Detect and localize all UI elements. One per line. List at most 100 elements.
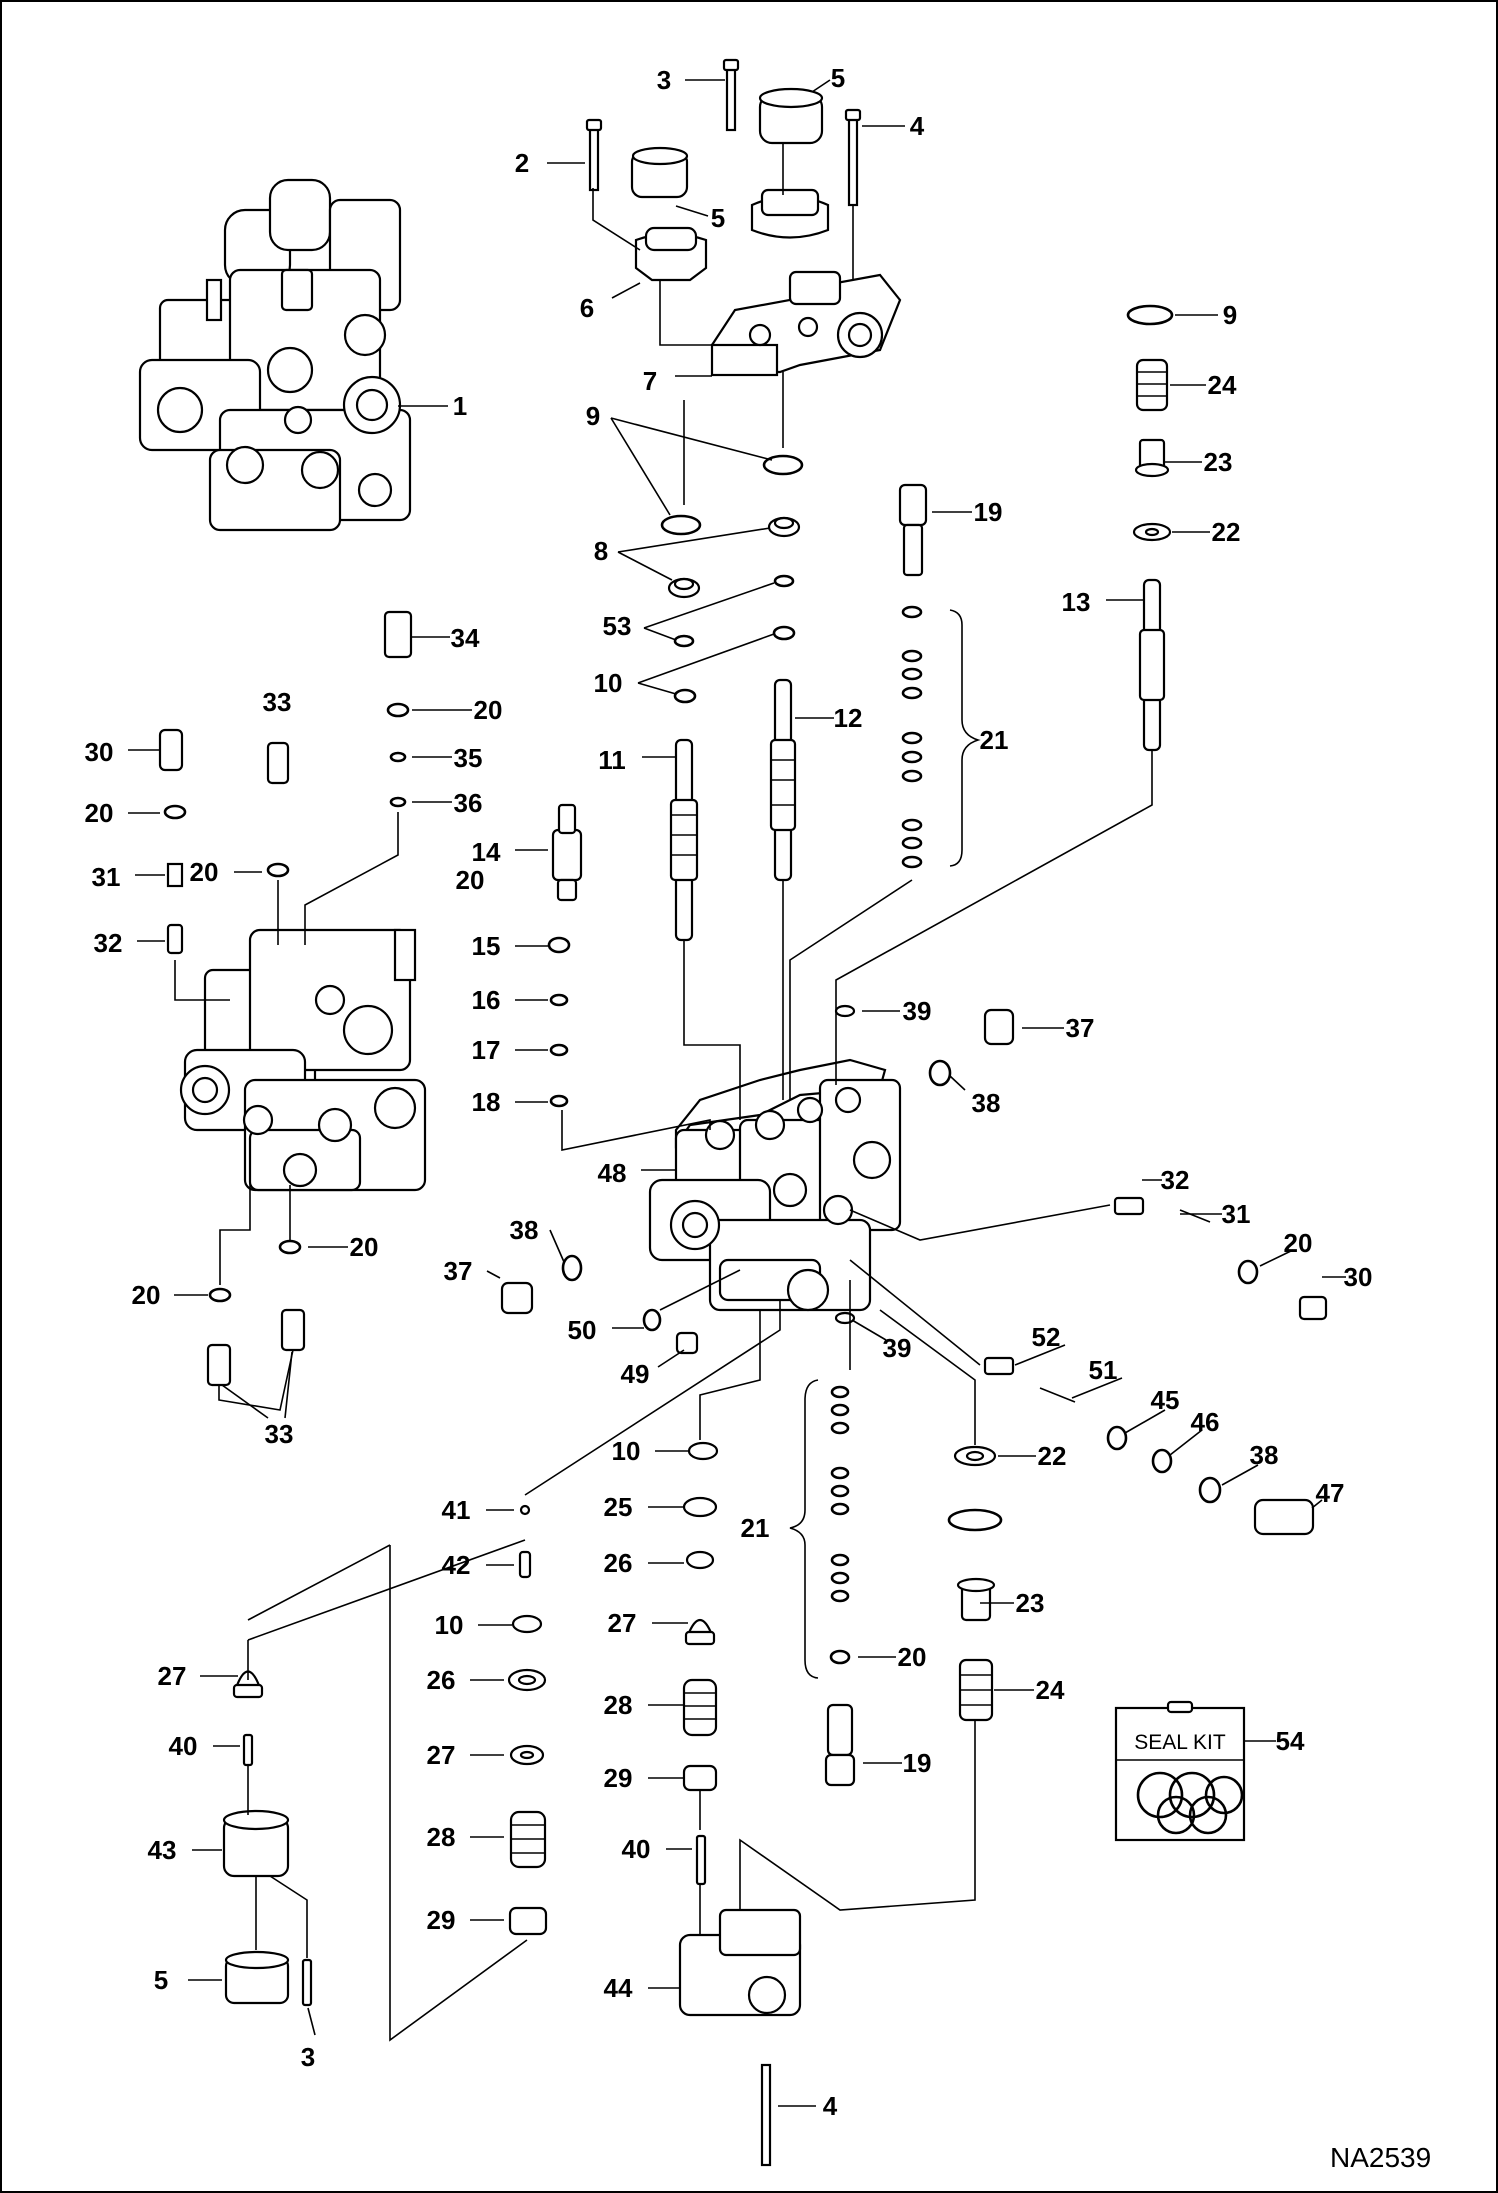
callout-c37b: 37 — [444, 1256, 473, 1286]
seal-kit-box — [1114, 1700, 1246, 1842]
callout-c17: 17 — [472, 1035, 501, 1065]
callout-c10c: 10 — [435, 1610, 464, 1640]
callout-c29a: 29 — [604, 1763, 633, 1793]
callout-c24a: 24 — [1208, 370, 1237, 400]
callout-c54: 54 — [1276, 1726, 1305, 1756]
leader-c6 — [611, 282, 641, 299]
cartridge-19-upper — [898, 483, 928, 577]
callout-c42: 42 — [442, 1550, 471, 1580]
cartridge-14 — [547, 803, 583, 1108]
side-plugs-right — [834, 1004, 1328, 1536]
seal-column-21-lower — [789, 1379, 856, 1787]
callout-c21b: 21 — [741, 1513, 770, 1543]
lower-right-stack — [947, 1445, 1003, 1722]
seal-column-21-upper — [901, 605, 981, 869]
callout-c39a: 39 — [903, 996, 932, 1026]
callout-c3a: 3 — [657, 65, 671, 95]
callout-c20g: 20 — [898, 1642, 927, 1672]
callout-c44: 44 — [604, 1973, 633, 2003]
callout-c8: 8 — [594, 536, 608, 566]
seal-kit-label: SEAL KIT — [1134, 1731, 1226, 1754]
lower-left-stack — [507, 1504, 548, 1936]
callout-c28a: 28 — [604, 1690, 633, 1720]
callout-c23a: 23 — [1204, 447, 1233, 477]
callout-c28b: 28 — [427, 1822, 456, 1852]
callout-c34: 34 — [451, 623, 480, 653]
callout-c22b: 22 — [1038, 1441, 1067, 1471]
leader-c5b — [675, 205, 709, 217]
callout-c14: 14 — [472, 837, 501, 867]
callout-c23b: 23 — [1016, 1588, 1045, 1618]
callout-c52: 52 — [1032, 1322, 1061, 1352]
callout-c51: 51 — [1089, 1355, 1118, 1385]
callout-c36: 36 — [454, 788, 483, 818]
callout-c10a: 10 — [594, 668, 623, 698]
callout-c25: 25 — [604, 1492, 633, 1522]
callout-c32b: 32 — [1161, 1165, 1190, 1195]
callout-c37a: 37 — [1066, 1013, 1095, 1043]
callout-c20d: 20 — [350, 1232, 379, 1262]
multi-leader-lines — [221, 417, 1323, 2036]
callout-c50: 50 — [568, 1315, 597, 1345]
callout-c15: 15 — [472, 931, 501, 961]
callout-c40a: 40 — [169, 1731, 198, 1761]
callout-c3b: 3 — [301, 2042, 315, 2072]
callout-c39b: 39 — [883, 1333, 912, 1363]
leader-c5a — [811, 79, 831, 93]
callout-c33b: 33 — [265, 1419, 294, 1449]
callout-c24b: 24 — [1036, 1675, 1065, 1705]
callout-c20a: 20 — [456, 865, 485, 895]
callout-c19a: 19 — [974, 497, 1003, 527]
cap-5-upper — [758, 87, 824, 145]
callout-c22a: 22 — [1212, 517, 1241, 547]
connector-lines — [174, 142, 1153, 2042]
callout-c41: 41 — [442, 1495, 471, 1525]
main-body-48 — [648, 1058, 902, 1312]
callout-c7: 7 — [643, 366, 657, 396]
callout-c29b: 29 — [427, 1905, 456, 1935]
callout-c19b: 19 — [903, 1748, 932, 1778]
spool-11 — [669, 738, 699, 942]
callout-c20c: 20 — [190, 857, 219, 887]
callout-c49: 49 — [621, 1359, 650, 1389]
callout-c10b: 10 — [612, 1436, 641, 1466]
callout-c13: 13 — [1062, 587, 1091, 617]
callout-c20f: 20 — [1284, 1228, 1313, 1258]
callout-c20h: 20 — [474, 695, 503, 725]
callout-c30a: 30 — [85, 737, 114, 767]
right-stack-upper — [1126, 304, 1174, 752]
callout-c6: 6 — [580, 293, 594, 323]
callout-c1: 1 — [453, 391, 467, 421]
callout-c46: 46 — [1191, 1407, 1220, 1437]
callout-c20e: 20 — [132, 1280, 161, 1310]
callout-c32a: 32 — [94, 928, 123, 958]
callout-c38b: 38 — [510, 1215, 539, 1245]
spool-12 — [769, 678, 797, 882]
callout-c9a: 9 — [586, 401, 600, 431]
callout-c5a: 5 — [831, 63, 845, 93]
callout-c38c: 38 — [1250, 1440, 1279, 1470]
callout-c26a: 26 — [604, 1548, 633, 1578]
callout-leaders — [128, 79, 1346, 2107]
callout-c16: 16 — [472, 985, 501, 1015]
callout-c18: 18 — [472, 1087, 501, 1117]
callout-c40b: 40 — [622, 1834, 651, 1864]
callout-c43: 43 — [148, 1835, 177, 1865]
callout-c12: 12 — [834, 703, 863, 733]
callout-labels: 1234556789910101011121314151617181919202… — [85, 63, 1373, 2121]
callout-c47: 47 — [1316, 1478, 1345, 1508]
callout-c9b: 9 — [1223, 300, 1237, 330]
far-left-lower-stack — [222, 1670, 313, 2007]
callout-c45: 45 — [1151, 1385, 1180, 1415]
upper-seals — [660, 454, 804, 704]
callout-c48: 48 — [598, 1158, 627, 1188]
drawing-code: NA2539 — [1330, 2142, 1431, 2173]
parts-line-art — [138, 58, 1328, 2167]
callout-c26b: 26 — [427, 1665, 456, 1695]
callout-c5c: 5 — [154, 1965, 168, 1995]
callout-c20b: 20 — [85, 798, 114, 828]
bolts-2-3-4 — [585, 58, 862, 207]
callout-c33a: 33 — [263, 687, 292, 717]
side-plugs-left — [500, 1254, 699, 1355]
